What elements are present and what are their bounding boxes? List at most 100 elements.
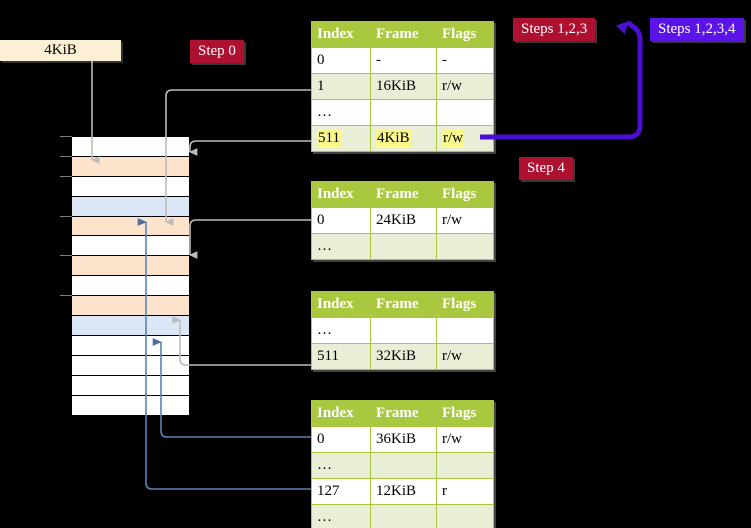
memory-row-tick [60,175,72,177]
cell-frame: 24KiB [370,207,437,234]
table-row: 0-- [311,47,494,74]
cell-flags [436,452,494,479]
column-header-frame: Frame [370,21,437,48]
step-4-badge: Step 4 [519,157,573,180]
cell-frame: - [370,47,437,74]
cell-index: 511 [311,343,371,370]
memory-frame-row [72,395,189,416]
pdp-entry0-connector [189,219,311,259]
cell-frame: 36KiB [370,426,437,453]
table-row: … [311,317,494,344]
cell-flags: r/w [436,125,494,152]
column-header-frame: Frame [370,291,437,318]
cell-frame [370,504,437,528]
highlighted-value: 511 [317,128,341,148]
highlighted-value: 4KiB [376,128,411,148]
column-header-frame: Frame [370,181,437,208]
memory-row-tick [60,255,72,257]
memory-row-tick [60,155,72,157]
table-row: … [311,504,494,528]
highlighted-value: r/w [442,128,464,148]
cell-index: … [311,99,371,126]
memory-frame-row [72,256,189,277]
frame-size-label: 4KiB [0,40,121,61]
cell-index: 511 [311,125,371,152]
cell-flags [436,504,494,528]
column-header-flags: Flags [436,400,494,427]
memory-frame-row [72,316,189,336]
cell-index: 0 [311,207,371,234]
cell-frame [370,452,437,479]
memory-frame-row [72,336,189,356]
cell-index: 0 [311,47,371,74]
cell-frame: 16KiB [370,73,437,100]
cell-frame [370,233,437,260]
cell-flags: r/w [436,343,494,370]
memory-frame-row [72,375,189,396]
column-header-index: Index [311,181,371,208]
column-header-index: Index [311,291,371,318]
step-0-badge: Step 0 [190,40,244,63]
cell-index: 0 [311,426,371,453]
cell-frame: 4KiB [370,125,437,152]
table-row: 511 4KiB r/w [311,125,494,152]
cell-flags [436,317,494,344]
table-row: … [311,452,494,479]
memory-frame-row [72,176,189,197]
memory-frame-row [72,196,189,217]
cell-frame [370,99,437,126]
physical-memory-column [71,136,190,416]
memory-frame-row [72,216,189,237]
pd-entry511-connector [172,316,311,366]
cell-flags [436,233,494,260]
memory-frame-row [72,276,189,297]
steps-123-badge: Steps 1,2,3 [513,18,596,41]
column-header-frame: Frame [370,400,437,427]
cell-index: 127 [311,478,371,505]
steps-1234-badge: Steps 1,2,3,4 [650,18,744,41]
memory-frame-row [72,355,189,376]
cell-frame: 32KiB [370,343,437,370]
cell-flags: r/w [436,426,494,453]
table-row: … [311,233,494,260]
cell-flags: r/w [436,207,494,234]
cell-flags [436,99,494,126]
memory-row-tick [60,215,72,217]
cell-index: … [311,504,371,528]
column-header-index: Index [311,21,371,48]
memory-frame-row [72,156,189,177]
cell-index: … [311,317,371,344]
column-header-index: Index [311,400,371,427]
memory-row-tick [60,295,72,297]
cell-frame [370,317,437,344]
memory-frame-row [72,236,189,257]
column-header-flags: Flags [436,291,494,318]
cell-flags: r [436,478,494,505]
cell-index: … [311,452,371,479]
memory-row-tick [60,136,72,137]
memory-frame-row [72,137,189,157]
cell-index: 1 [311,73,371,100]
table-row: … [311,99,494,126]
cell-index: … [311,233,371,260]
column-header-flags: Flags [436,181,494,208]
cell-flags: - [436,47,494,74]
pml4-entry511-connector [189,140,311,156]
memory-frame-row [72,296,189,317]
cell-flags: r/w [436,73,494,100]
column-header-flags: Flags [436,21,494,48]
